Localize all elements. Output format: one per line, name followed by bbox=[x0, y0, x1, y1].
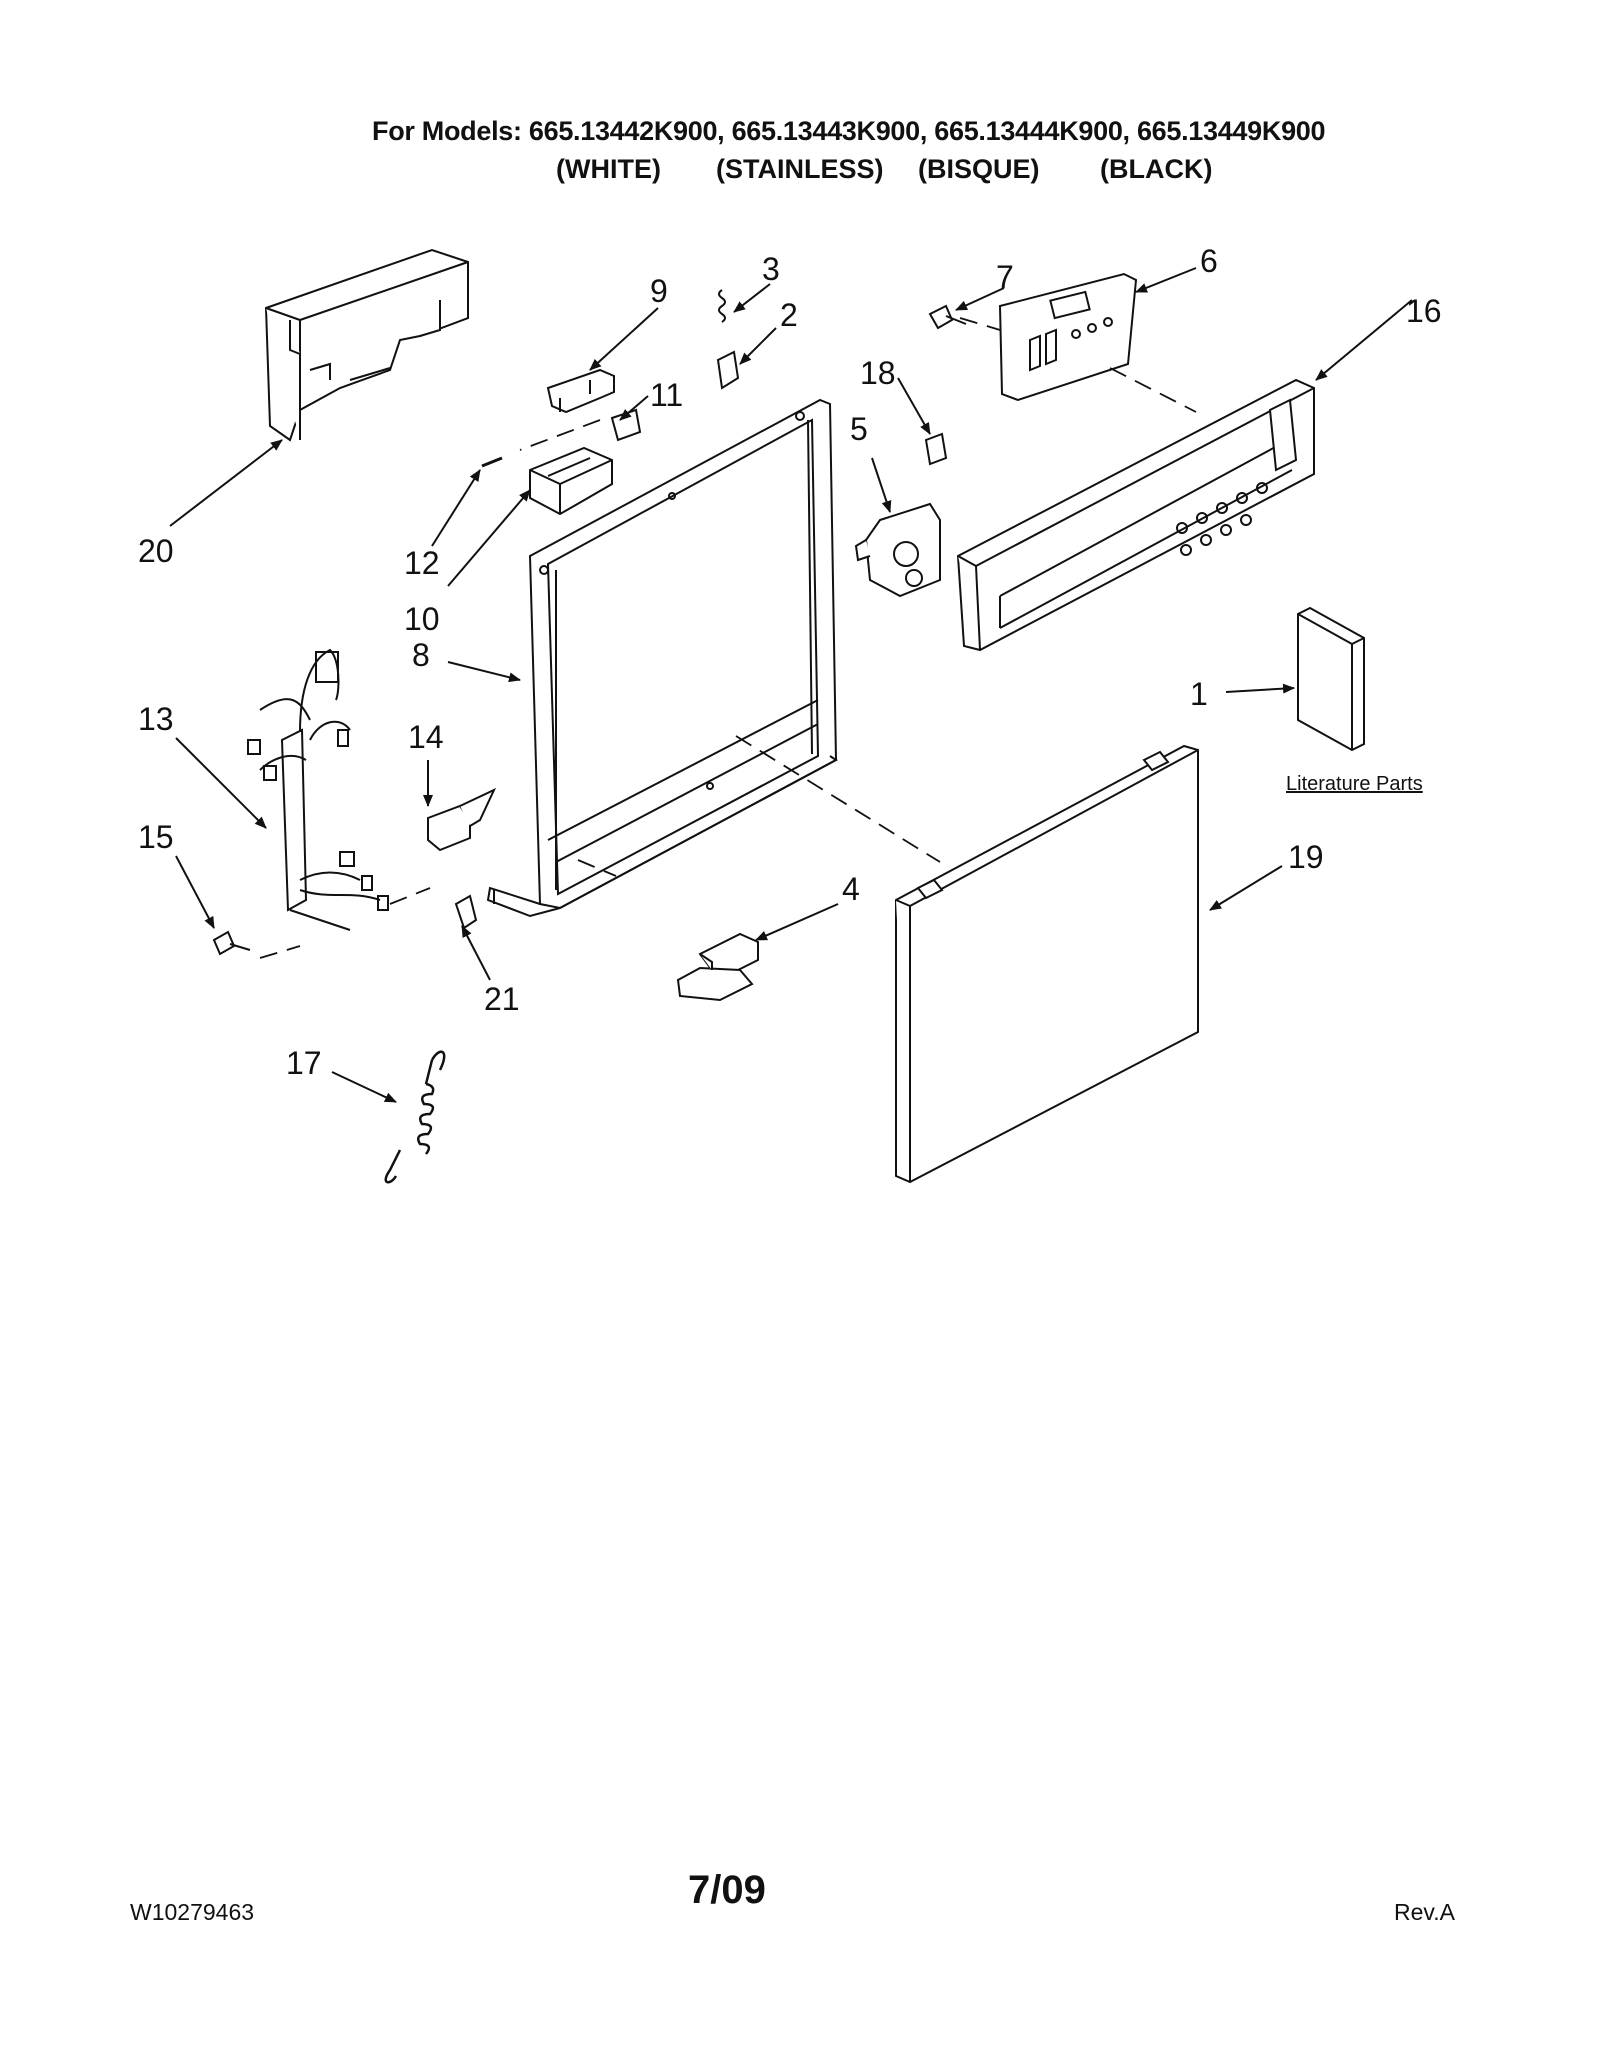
part-13-wire-harness bbox=[247, 648, 389, 931]
part-5-switch bbox=[854, 502, 941, 598]
leader-arrows bbox=[169, 267, 1413, 1103]
part-17-spring bbox=[384, 1050, 446, 1184]
variant-white: (WHITE) bbox=[556, 154, 661, 184]
document-id: W10279463 bbox=[130, 1899, 255, 1925]
callout-16: 16 bbox=[1406, 293, 1442, 329]
callout-12: 12 bbox=[404, 545, 440, 581]
part-2-clip bbox=[716, 350, 740, 390]
part-15-screw bbox=[212, 930, 251, 956]
callout-8: 8 bbox=[412, 637, 430, 673]
part-1-literature bbox=[1297, 606, 1365, 752]
callout-14: 14 bbox=[408, 719, 444, 755]
callout-10: 10 bbox=[404, 601, 440, 637]
callout-18: 18 bbox=[860, 355, 896, 391]
part-20-cover bbox=[264, 248, 469, 442]
callout-3: 3 bbox=[762, 251, 780, 287]
variant-stainless: (STAINLESS) bbox=[716, 154, 884, 184]
callout-11: 11 bbox=[650, 377, 683, 413]
part-12-pin bbox=[481, 456, 503, 468]
revision-label: Rev.A bbox=[1394, 1899, 1455, 1925]
callout-4: 4 bbox=[842, 871, 860, 907]
part-8-door-frame bbox=[486, 398, 838, 918]
callout-13: 13 bbox=[138, 701, 174, 737]
part-9-latch bbox=[546, 368, 615, 414]
callout-2: 2 bbox=[780, 297, 798, 333]
callout-9: 9 bbox=[650, 273, 668, 309]
revision-date: 7/09 bbox=[688, 1868, 766, 1912]
part-6-control-board bbox=[998, 272, 1138, 402]
variant-bisque: (BISQUE) bbox=[918, 154, 1040, 184]
part-19-outer-door bbox=[895, 744, 1199, 1184]
part-10-latch-housing bbox=[529, 446, 613, 516]
callout-20: 20 bbox=[138, 533, 174, 569]
callout-1: 1 bbox=[1190, 676, 1208, 712]
part-18-connector bbox=[924, 432, 948, 466]
callout-6: 6 bbox=[1200, 243, 1218, 279]
alignment-lines bbox=[259, 317, 1197, 959]
part-14-sensor bbox=[427, 787, 497, 852]
part-21-clip bbox=[454, 894, 478, 930]
models-header: For Models: 665.13442K900, 665.13443K900… bbox=[372, 116, 1326, 146]
callout-5: 5 bbox=[850, 411, 868, 447]
part-16-console bbox=[956, 378, 1315, 652]
variant-black: (BLACK) bbox=[1100, 154, 1213, 184]
part-4-hinge bbox=[676, 932, 759, 1002]
callout-15: 15 bbox=[138, 819, 174, 855]
part-3-spring bbox=[718, 289, 726, 323]
callout-19: 19 bbox=[1288, 839, 1324, 875]
literature-parts-label: Literature Parts bbox=[1286, 773, 1423, 795]
callout-21: 21 bbox=[484, 981, 520, 1017]
callout-7: 7 bbox=[996, 259, 1014, 295]
callout-17: 17 bbox=[286, 1045, 322, 1081]
part-7-screw bbox=[928, 304, 967, 330]
